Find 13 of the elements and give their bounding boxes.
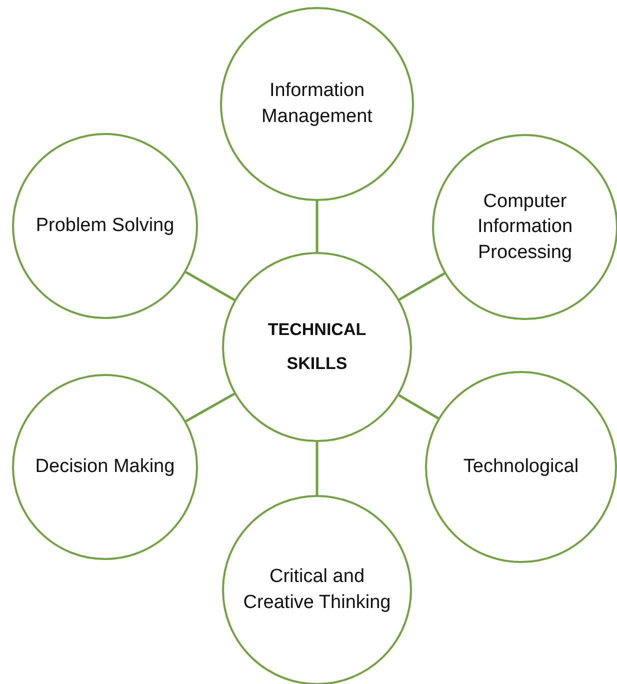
connector-line [185,271,236,301]
skill-label: Information Management [260,79,374,129]
skill-label: Computer Information Processing [476,190,574,265]
skill-label: Problem Solving [36,214,174,238]
central-topic: TECHNICAL SKILLS [266,319,368,375]
connector-line [185,392,235,422]
connector-line [316,442,318,495]
skill-label: Technological [463,455,579,480]
connector-line [316,201,318,252]
connector-line [398,272,446,301]
connector-line [398,394,439,420]
skill-label: Decision Making [35,455,175,480]
skill-label: Critical and Creative Thinking [242,565,392,615]
